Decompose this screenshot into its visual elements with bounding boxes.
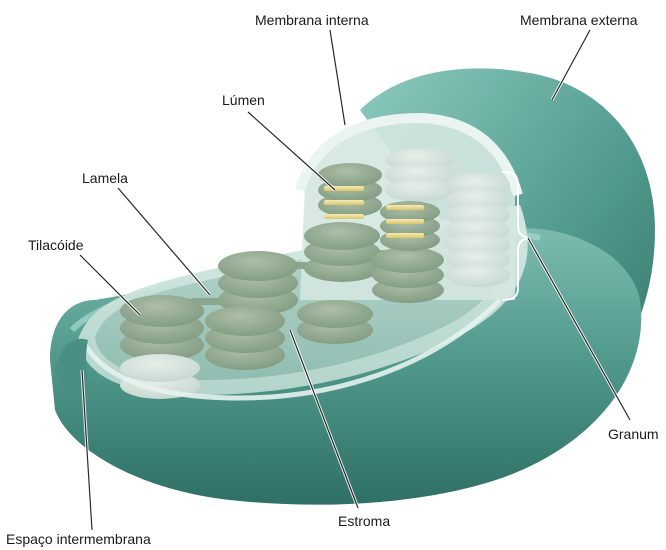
lumen-band	[324, 200, 364, 205]
granum-stack-left	[120, 295, 204, 361]
granum-stack-center-front	[297, 300, 373, 344]
cut-granum-lower	[380, 201, 440, 251]
lumen-band	[324, 214, 364, 219]
lumen-band	[386, 205, 424, 210]
lumen-band	[386, 233, 424, 238]
granum-stack-mid	[218, 251, 298, 315]
label-membrana-interna: Membrana interna	[255, 12, 369, 28]
granum-stack-center	[304, 222, 380, 282]
leader-membrana-interna	[330, 30, 345, 125]
label-lamela: Lamela	[82, 170, 128, 186]
lumen-band	[386, 219, 424, 224]
leader-lamela	[118, 188, 210, 295]
cut-granum-upper	[318, 163, 382, 219]
label-estroma: Estroma	[338, 513, 390, 529]
label-espaco-intermembrana: Espaço intermembrana	[6, 531, 151, 547]
label-tilacoide: Tilacóide	[28, 237, 84, 253]
granum-stack-mid-front	[205, 306, 285, 370]
label-granum: Granum	[608, 426, 659, 442]
granum-stack-right	[372, 247, 444, 303]
label-membrana-externa: Membrana externa	[520, 12, 638, 28]
label-lumen: Lúmen	[222, 92, 265, 108]
